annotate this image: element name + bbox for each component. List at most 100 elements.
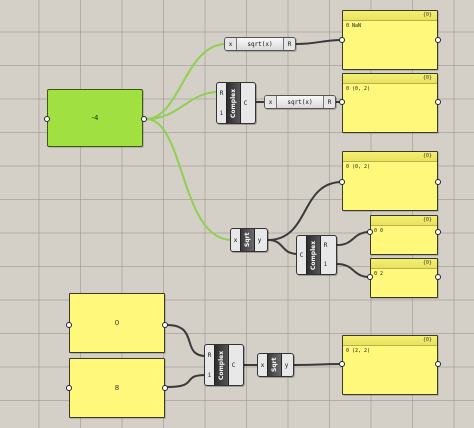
item-index: 0 <box>374 228 378 234</box>
input-param-r[interactable]: R <box>219 89 224 97</box>
item-index: 0 <box>374 271 378 277</box>
output-param-r[interactable]: R <box>284 38 295 50</box>
input-param-x[interactable]: x <box>260 361 265 369</box>
wire-sqrt-top-to-panel-1 <box>295 39 343 45</box>
input-param-x[interactable]: x <box>233 236 238 244</box>
output-param-c[interactable]: C <box>243 99 248 107</box>
panel-header: {0} <box>343 74 437 84</box>
item-index: 0 <box>346 86 350 92</box>
output-panel-1-out-grip[interactable] <box>435 37 441 43</box>
output-panel-5-in-grip[interactable] <box>367 274 373 280</box>
complex-component-2[interactable]: R i Complex C <box>204 344 244 386</box>
output-param-r[interactable]: R <box>324 96 335 108</box>
item-index: 0 <box>346 348 350 354</box>
panel-header: {0} <box>343 11 437 21</box>
component-name: sqrt(x) <box>236 38 284 50</box>
component-title: Complex <box>214 345 229 385</box>
item-index: 0 <box>346 23 350 29</box>
wire-sqrt-2-to-panel-6 <box>293 363 343 366</box>
input-panel-8-in-grip[interactable] <box>66 385 72 391</box>
input-panel-0-in-grip[interactable] <box>66 322 72 328</box>
input-panel-0-out-grip[interactable] <box>162 322 168 328</box>
sqrt-component-1[interactable]: x Sqrt y <box>230 228 268 252</box>
output-panel-2-in-grip[interactable] <box>339 99 345 105</box>
data-path: {0} <box>422 12 432 18</box>
number-panel-input-grip[interactable] <box>44 116 50 122</box>
output-panel-3-in-grip[interactable] <box>339 179 345 185</box>
sqrt-expression-mid[interactable]: x sqrt(x) R <box>264 95 336 109</box>
data-path: {0} <box>422 260 432 266</box>
wire-number-to-complex-r <box>145 91 219 120</box>
list-item: 0(0, 2) <box>343 162 437 171</box>
output-param-y[interactable]: y <box>257 236 262 244</box>
panel-header: {0} <box>371 259 437 269</box>
panel-header: {0} <box>371 216 437 226</box>
output-panel-6[interactable]: {0} 0(2, 2) <box>342 335 438 395</box>
deconstruct-complex-component[interactable]: C Complex R i <box>296 235 337 275</box>
output-param-c[interactable]: C <box>231 361 236 369</box>
number-panel[interactable]: -4 <box>47 89 143 147</box>
panel-header: {0} <box>343 152 437 162</box>
item-value: (0, 2) <box>352 86 371 92</box>
output-panel-2[interactable]: {0} 0(0, 2) <box>342 73 438 133</box>
input-param-c[interactable]: C <box>299 251 304 259</box>
item-value: 2 <box>380 271 384 277</box>
item-value: (2, 2) <box>352 348 371 354</box>
output-param-r[interactable]: R <box>323 242 328 249</box>
list-item: 0(0, 2) <box>343 84 437 93</box>
input-panel-8-out-grip[interactable] <box>162 385 168 391</box>
number-panel-output-grip[interactable] <box>141 116 147 122</box>
output-param-i[interactable]: i <box>323 261 328 268</box>
output-panel-6-out-grip[interactable] <box>435 361 441 367</box>
input-param-x[interactable]: x <box>265 96 276 108</box>
input-panel-8[interactable]: 8 <box>69 358 165 418</box>
wire-number-to-sqrt-top <box>145 43 227 120</box>
data-path: {0} <box>422 217 432 223</box>
complex-component-1[interactable]: R i Complex C <box>216 82 256 124</box>
wire-deconstruct-i-to-panel-5 <box>336 263 371 278</box>
item-value: (0, 2) <box>352 164 371 170</box>
output-panel-2-out-grip[interactable] <box>435 99 441 105</box>
output-panel-1-in-grip[interactable] <box>339 37 345 43</box>
component-title: Sqrt <box>267 354 282 376</box>
input-panel-value: 8 <box>114 384 120 392</box>
input-panel-value: 0 <box>114 319 120 327</box>
sqrt-expression-top[interactable]: x sqrt(x) R <box>224 37 296 51</box>
output-panel-3[interactable]: {0} 0(0, 2) <box>342 151 438 211</box>
output-panel-5-out-grip[interactable] <box>435 274 441 280</box>
wire-sqrt-1-to-panel-3 <box>267 181 343 241</box>
output-panel-4-in-grip[interactable] <box>367 229 373 235</box>
input-param-r[interactable]: R <box>207 351 212 359</box>
output-panel-6-in-grip[interactable] <box>339 361 345 367</box>
data-path: {0} <box>422 75 432 81</box>
wire-input-8-to-complex-2-i <box>166 374 207 388</box>
output-param-y[interactable]: y <box>284 361 289 369</box>
item-value: 0 <box>380 228 384 234</box>
data-path: {0} <box>422 153 432 159</box>
item-value: NaN <box>352 23 362 29</box>
data-path: {0} <box>422 337 432 343</box>
number-panel-value: -4 <box>91 114 99 122</box>
output-panel-3-out-grip[interactable] <box>435 179 441 185</box>
component-title: Complex <box>226 83 241 123</box>
wire-deconstruct-r-to-panel-4 <box>336 231 371 246</box>
output-panel-4-out-grip[interactable] <box>435 229 441 235</box>
wire-number-to-sqrt-1 <box>145 118 233 241</box>
wire-sqrt-1-to-deconstruct <box>267 239 299 255</box>
item-index: 0 <box>346 164 350 170</box>
sqrt-component-2[interactable]: x Sqrt y <box>257 353 294 377</box>
component-title: Complex <box>306 236 321 274</box>
input-panel-0[interactable]: 0 <box>69 293 165 353</box>
input-param-i[interactable]: i <box>219 109 224 117</box>
input-param-i[interactable]: i <box>207 371 212 379</box>
wire-input-0-to-complex-2-r <box>166 324 207 357</box>
list-item: 0(2, 2) <box>343 346 437 355</box>
input-param-x[interactable]: x <box>225 38 236 50</box>
component-title: Sqrt <box>240 229 255 251</box>
